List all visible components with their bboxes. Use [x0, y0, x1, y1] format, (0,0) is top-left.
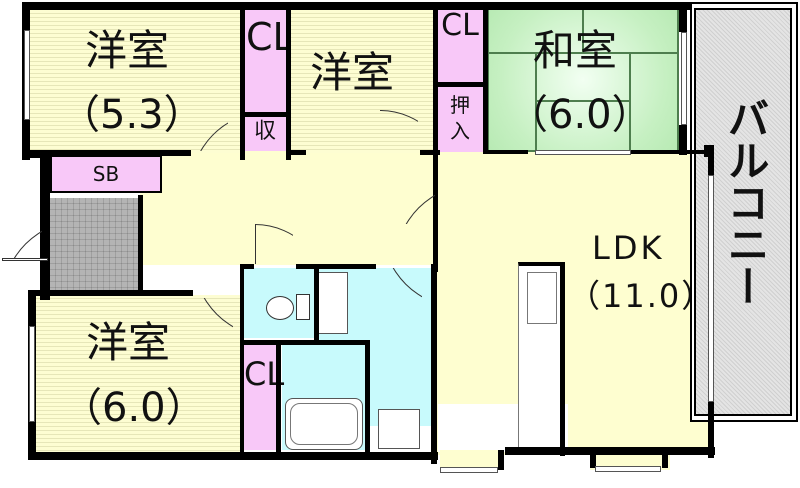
western-room-sw: [36, 295, 240, 455]
closet-sw: [244, 345, 276, 450]
storage-label-oshiire: 押入: [450, 93, 470, 143]
window-japanese: [681, 32, 687, 125]
closet-label-sw: CL: [244, 355, 285, 393]
wall: [22, 2, 690, 10]
tatami-center: [535, 52, 631, 152]
tatami-line: [582, 7, 584, 53]
bay-window-floor: [590, 450, 670, 470]
door-entrance-leaf: [2, 258, 48, 261]
balcony-label: バルコニー: [721, 97, 770, 307]
storage-label-shu: 収: [253, 119, 276, 144]
toilet-bowl: [266, 296, 294, 320]
storage-oshiire: [437, 86, 483, 152]
shoe-box-label: SB: [92, 162, 120, 186]
closet-label-nw: CL: [246, 15, 294, 59]
window-nook: [440, 467, 498, 473]
kitchen-nook-floor: [440, 450, 500, 470]
room-size-western-nw: （5.3）: [60, 92, 204, 138]
storage-shu: [244, 117, 286, 151]
toilet-tank: [296, 294, 310, 320]
kitchen-sink: [527, 272, 557, 324]
closet-nw: [244, 10, 286, 113]
window-nw: [24, 30, 30, 120]
washing-machine-space: [378, 409, 420, 449]
room-name-ldk: LDK: [592, 229, 665, 267]
room-size-japanese: （6.0）: [508, 92, 652, 138]
room-name-western-sw: 洋室: [86, 318, 171, 367]
window-sw: [29, 326, 35, 422]
window-bay: [595, 466, 661, 472]
room-size-ldk: （11.0）: [568, 277, 716, 315]
room-size-western-sw: （6.0）: [62, 385, 206, 431]
room-name-japanese: 和室: [533, 26, 618, 75]
closet-label-n: CL: [441, 8, 479, 43]
western-room-nw: [30, 10, 242, 153]
washbasin: [318, 272, 348, 334]
room-name-western-nw: 洋室: [85, 26, 170, 75]
tatami-line: [535, 100, 631, 102]
entrance-tiles: [50, 198, 140, 290]
shoe-box: [50, 155, 162, 193]
closet-n: [437, 10, 483, 82]
window-ldk: [708, 175, 714, 402]
window-japanese-bottom: [535, 150, 631, 155]
room-name-western-n: 洋室: [310, 48, 395, 97]
bathtub-inner: [290, 403, 358, 445]
